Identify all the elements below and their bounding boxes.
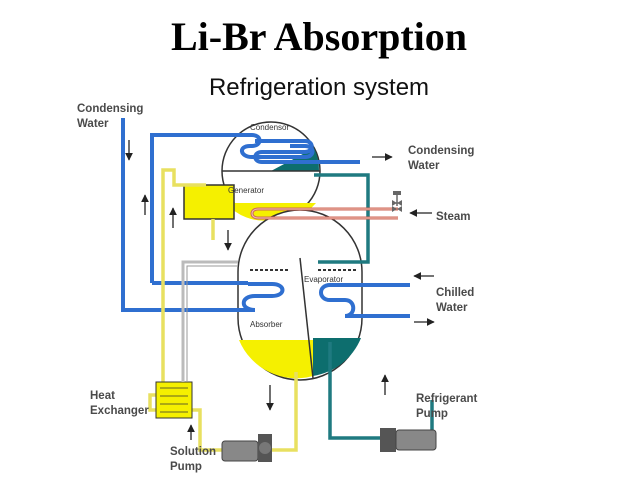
label-generator: Generator bbox=[228, 186, 264, 195]
label-solution-pump-2: Pump bbox=[170, 461, 202, 473]
refrigerant-pump bbox=[380, 428, 437, 452]
diagram-title: Li-Br Absorption bbox=[171, 14, 467, 59]
label-chilled-water-2: Water bbox=[436, 302, 468, 314]
label-refrigerant-pump: Refrigerant bbox=[416, 393, 478, 405]
label-condensing-water-in: Condensing bbox=[77, 103, 143, 115]
heat-exchanger bbox=[155, 381, 193, 419]
label-chilled-water: Chilled bbox=[436, 287, 474, 299]
strong-solution-pipe bbox=[181, 260, 238, 382]
lower-vessel bbox=[237, 209, 363, 381]
label-condensor: Condensor bbox=[250, 123, 289, 132]
flow-arrows bbox=[125, 140, 435, 440]
condenser-coil bbox=[253, 139, 360, 164]
diagram-subtitle: Refrigeration system bbox=[208, 74, 430, 101]
label-condensing-water-in-2: Water bbox=[77, 118, 109, 130]
label-condensing-water-out: Condensing bbox=[408, 145, 474, 157]
chilled-water-coil bbox=[319, 283, 410, 318]
label-absorber: Absorber bbox=[250, 320, 283, 329]
label-refrigerant-pump-2: Pump bbox=[416, 408, 448, 420]
label-solution-pump: Solution bbox=[170, 446, 216, 458]
label-condensing-water-out-2: Water bbox=[408, 160, 440, 172]
label-heat-exchanger-2: Exchanger bbox=[90, 405, 149, 417]
solution-pump bbox=[221, 434, 272, 462]
steam-valve bbox=[392, 191, 402, 212]
label-heat-exchanger: Heat bbox=[90, 390, 115, 402]
label-steam: Steam bbox=[436, 211, 471, 223]
condensing-water-pipe bbox=[121, 118, 315, 312]
label-evaporator: Evaporator bbox=[304, 275, 343, 284]
